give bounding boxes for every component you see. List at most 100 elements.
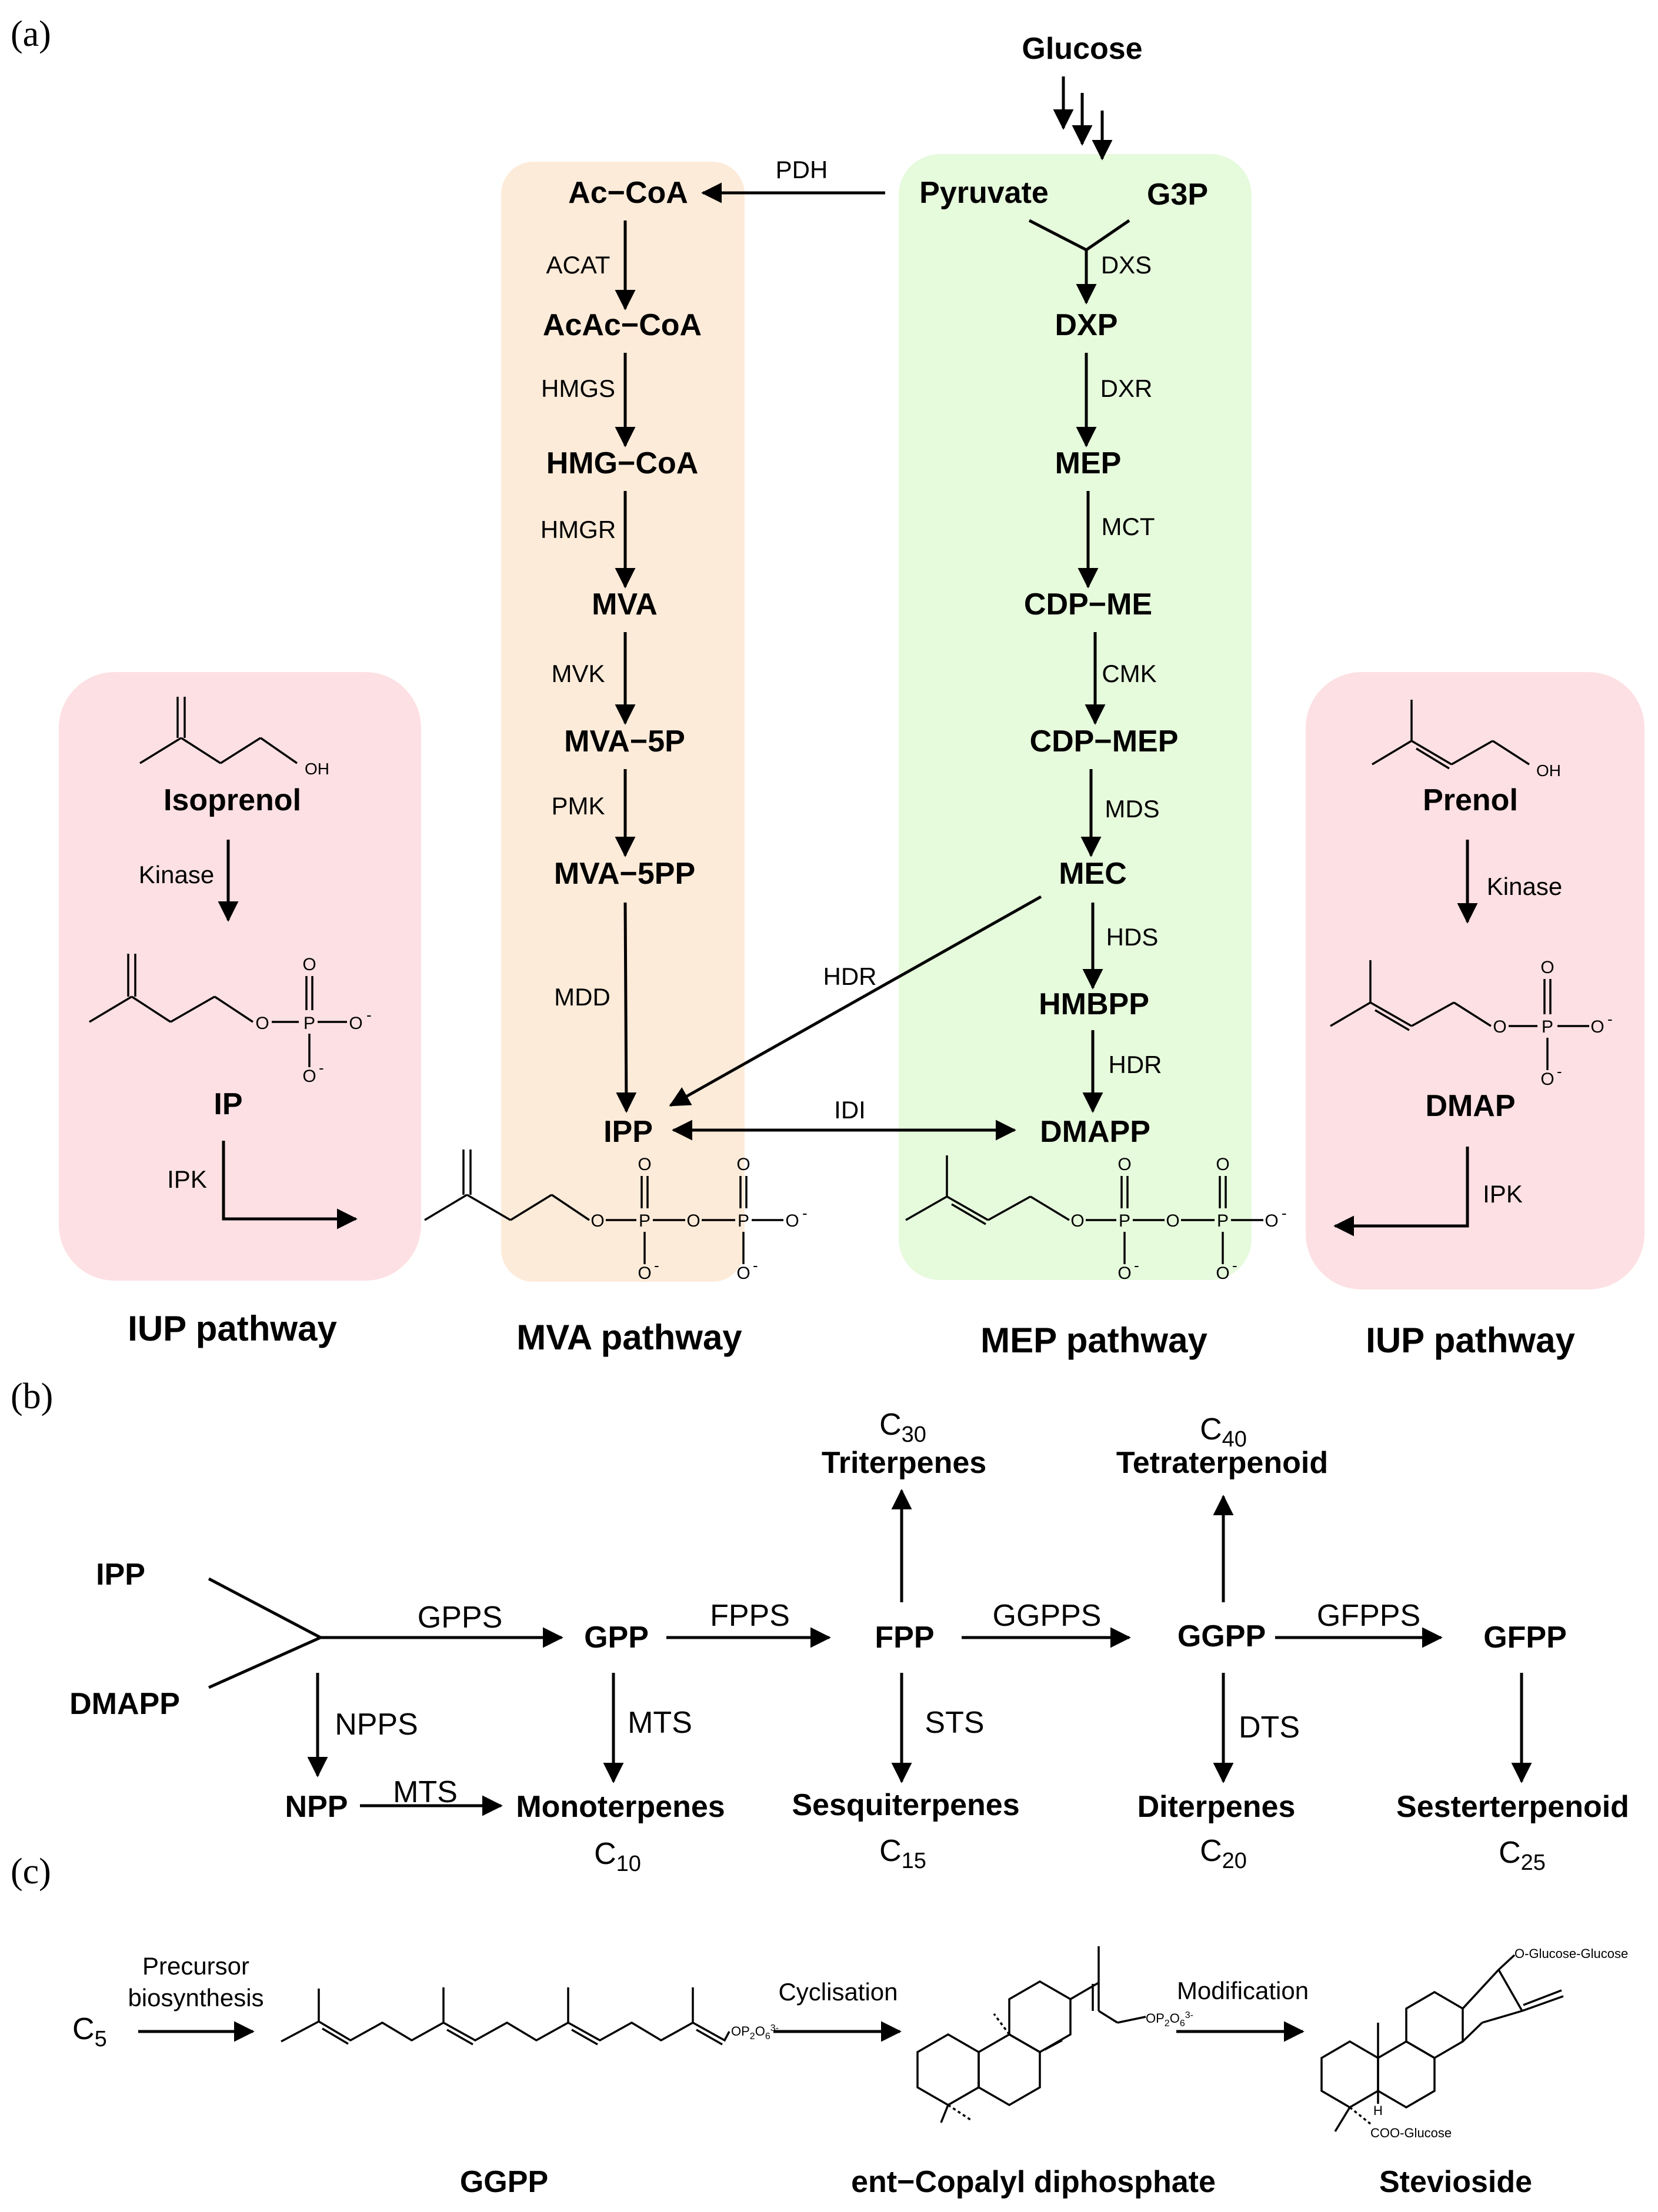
mva-column: Ac−CoA AcAc−CoA HMG−CoA MVA MVA−5P MVA−5… bbox=[541, 176, 702, 1149]
glucose-bottom: COO-Glucose bbox=[1370, 2126, 1452, 2140]
svg-text:O: O bbox=[349, 1014, 362, 1033]
pdh-label: PDH bbox=[776, 156, 828, 183]
triterpenes-label: Triterpenes bbox=[822, 1446, 986, 1480]
enzyme-label: CMK bbox=[1102, 660, 1156, 687]
precursor-label: biosynthesis bbox=[128, 1984, 263, 2011]
mep-node: CDP−ME bbox=[1024, 587, 1152, 622]
svg-text:-: - bbox=[753, 1257, 758, 1274]
ipp-dmapp-merge bbox=[208, 1577, 324, 1689]
svg-text:-: - bbox=[1607, 1010, 1613, 1028]
enzyme-label: ACAT bbox=[546, 251, 611, 279]
panel-b: (b) IPP DMAPP GPPS FPPS GGPPS GFPPS NPPS… bbox=[11, 1376, 1629, 1876]
glucose-label: Glucose bbox=[1022, 32, 1142, 66]
tetraterpenoid-label: Tetraterpenoid bbox=[1116, 1446, 1328, 1480]
g3p-node: G3P bbox=[1147, 178, 1208, 212]
carbon-count: C10 bbox=[594, 1837, 641, 1876]
svg-text:P: P bbox=[303, 1014, 315, 1033]
svg-text:O: O bbox=[1540, 1070, 1554, 1089]
svg-text:O: O bbox=[255, 1014, 269, 1033]
iup-right: OH Prenol Kinase O P O O - O bbox=[1330, 700, 1613, 1237]
svg-text:O: O bbox=[1166, 1211, 1179, 1231]
svg-text:O: O bbox=[1117, 1264, 1131, 1283]
carbon-count: C20 bbox=[1200, 1834, 1247, 1873]
b-gpp: GPP bbox=[584, 1620, 649, 1655]
enzyme-label: GFPPS bbox=[1317, 1599, 1420, 1633]
ip-structure bbox=[89, 954, 347, 1067]
c5-label: C5 bbox=[72, 2012, 107, 2051]
svg-text:P: P bbox=[1217, 1211, 1229, 1231]
enzyme-label: MDD bbox=[554, 983, 611, 1011]
enzyme-label: MCT bbox=[1102, 513, 1155, 540]
svg-text:O: O bbox=[302, 955, 316, 974]
svg-text:O: O bbox=[686, 1211, 700, 1231]
glucose-arrows bbox=[1053, 76, 1113, 161]
svg-text:O: O bbox=[785, 1211, 799, 1231]
dmapp-node: DMAPP bbox=[1040, 1115, 1150, 1149]
mep-column: Pyruvate G3P DXP MEP CDP−ME CDP−MEP MEC … bbox=[919, 176, 1208, 1149]
enzyme-label: DXR bbox=[1100, 375, 1153, 402]
sesquiterpenes-label: Sesquiterpenes bbox=[792, 1788, 1019, 1822]
ipk-arrow-left bbox=[222, 1141, 358, 1229]
svg-text:O: O bbox=[1216, 1155, 1229, 1174]
ipk-arrow-right bbox=[1333, 1147, 1469, 1237]
svg-text:O: O bbox=[736, 1155, 750, 1174]
svg-text:O: O bbox=[1493, 1017, 1506, 1037]
dmapp-structure: O P O P O - O O O - O - bbox=[905, 1155, 1287, 1283]
b-ipp: IPP bbox=[96, 1558, 145, 1592]
pathway-label: IUP pathway bbox=[1366, 1321, 1575, 1360]
svg-text:P: P bbox=[1542, 1017, 1553, 1037]
svg-text:OH: OH bbox=[1536, 761, 1561, 780]
modification-label: Modification bbox=[1177, 1977, 1309, 2004]
pathway-label: IUP pathway bbox=[128, 1309, 337, 1348]
panel-c-label: (c) bbox=[11, 1852, 51, 1892]
svg-text:P: P bbox=[639, 1211, 650, 1231]
dmap-label: DMAP bbox=[1425, 1089, 1515, 1123]
enzyme-label: DTS bbox=[1239, 1710, 1300, 1745]
b-gfpp: GFPP bbox=[1483, 1620, 1567, 1655]
isoprenol-structure bbox=[139, 697, 298, 764]
enzyme-label: MTS bbox=[393, 1775, 458, 1809]
sesterterpenoid-label: Sesterterpenoid bbox=[1396, 1790, 1629, 1824]
svg-text:-: - bbox=[1282, 1204, 1287, 1222]
enzyme-label: HMGS bbox=[541, 375, 615, 402]
kinase-label-left: Kinase bbox=[139, 861, 214, 888]
mva-node: MVA−5P bbox=[564, 724, 685, 759]
enzyme-label: MDS bbox=[1105, 795, 1159, 823]
ggpp-structure bbox=[281, 1987, 730, 2046]
h-atom: H bbox=[1373, 2103, 1383, 2118]
ggpp-name: GGPP bbox=[460, 2165, 548, 2199]
pathway-label: MVA pathway bbox=[516, 1318, 742, 1357]
panel-a-label: (a) bbox=[11, 14, 51, 54]
mec-node: MEC bbox=[1059, 857, 1127, 891]
mva-node: MVA−5PP bbox=[554, 857, 695, 891]
svg-text:-: - bbox=[802, 1204, 808, 1222]
carbon-count: C15 bbox=[879, 1834, 926, 1873]
svg-text:-: - bbox=[654, 1257, 659, 1274]
mva-node: AcAc−CoA bbox=[543, 308, 702, 342]
enzyme-label: HDS bbox=[1106, 923, 1159, 951]
chem-oh: OH bbox=[305, 760, 329, 778]
svg-text:O: O bbox=[1216, 1264, 1229, 1283]
pyruvate-node: Pyruvate bbox=[919, 176, 1049, 210]
svg-text:O: O bbox=[1590, 1017, 1604, 1037]
pathway-labels: IUP pathway MVA pathway MEP pathway IUP … bbox=[128, 1309, 1575, 1360]
ipk-label-right: IPK bbox=[1483, 1180, 1523, 1208]
enzyme-label: MVK bbox=[551, 660, 605, 687]
mep-box bbox=[899, 154, 1252, 1280]
mva-node: HMG−CoA bbox=[546, 446, 699, 480]
opp-group: OP2O63- bbox=[731, 2023, 779, 2041]
svg-text:-: - bbox=[366, 1006, 372, 1024]
prenol-label: Prenol bbox=[1423, 783, 1518, 817]
dmap-structure bbox=[1330, 960, 1589, 1070]
enzyme-label: DXS bbox=[1101, 251, 1152, 279]
svg-text:O: O bbox=[1265, 1211, 1278, 1231]
precursor-label: Precursor bbox=[142, 1952, 249, 1980]
svg-text:O: O bbox=[1540, 958, 1554, 977]
iup-left-box bbox=[59, 672, 421, 1281]
b-ggpp: GGPP bbox=[1177, 1619, 1266, 1653]
panel-b-label: (b) bbox=[11, 1376, 53, 1416]
ipk-label-left: IPK bbox=[167, 1165, 207, 1193]
mep-node: CDP−MEP bbox=[1030, 724, 1179, 759]
svg-text:O: O bbox=[736, 1264, 750, 1283]
diterpenes-label: Diterpenes bbox=[1137, 1790, 1296, 1824]
